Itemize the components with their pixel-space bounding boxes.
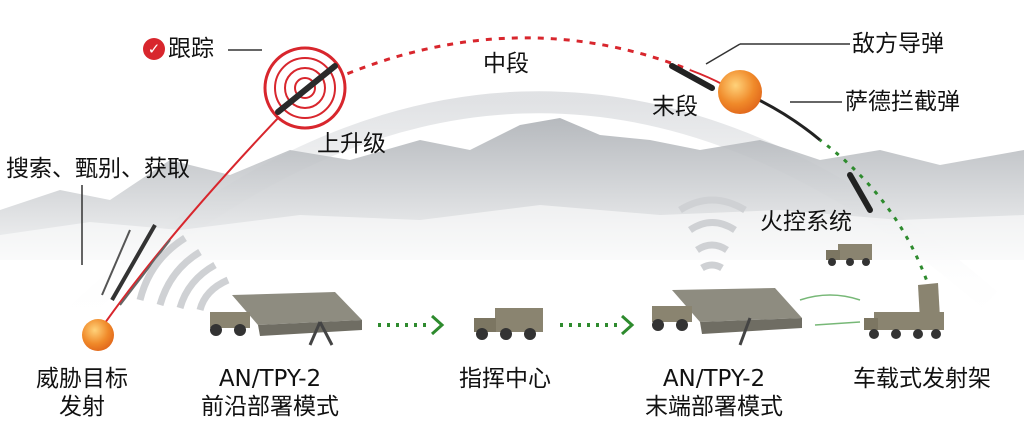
label-fire-control: 火控系统 bbox=[760, 209, 852, 235]
enemy-missile-shape bbox=[669, 63, 715, 91]
command-truck bbox=[474, 308, 543, 340]
label-thaad-interceptor: 萨德拦截弹 bbox=[845, 89, 960, 115]
ascent-trajectory bbox=[99, 94, 301, 331]
datalink-command-to-terminal bbox=[560, 314, 635, 336]
fire-control-truck bbox=[826, 244, 872, 266]
label-radar-terminal: AN/TPY-2 末端部署模式 bbox=[645, 366, 783, 421]
label-search-identify-acquire: 搜索、甄别、获取 bbox=[6, 156, 190, 182]
datalink-forward-to-command bbox=[378, 314, 445, 336]
launcher-truck bbox=[864, 283, 944, 339]
threat-origin-burst bbox=[82, 319, 114, 351]
label-ascent: 上升级 bbox=[317, 131, 386, 157]
interceptor-trajectory bbox=[819, 138, 932, 291]
forward-radar-unit bbox=[210, 292, 362, 346]
check-circle-icon: ✓ bbox=[143, 38, 165, 60]
intercept-burst bbox=[718, 70, 762, 114]
forward-radar-beams bbox=[136, 235, 230, 312]
interceptor-shape bbox=[847, 172, 873, 213]
label-terminal: 末段 bbox=[652, 94, 698, 120]
terminal-radar-beams bbox=[678, 196, 747, 272]
label-launcher: 车载式发射架 bbox=[853, 366, 991, 392]
label-radar-forward: AN/TPY-2 前沿部署模式 bbox=[201, 366, 339, 421]
label-command-center: 指挥中心 bbox=[459, 366, 551, 392]
label-threat-launch: 威胁目标 发射 bbox=[36, 366, 128, 421]
label-midcourse: 中段 bbox=[483, 51, 529, 77]
terminal-radar-unit bbox=[652, 288, 802, 346]
label-tracking: 跟踪 bbox=[168, 36, 214, 62]
label-enemy-missile: 敌方导弹 bbox=[852, 31, 944, 57]
